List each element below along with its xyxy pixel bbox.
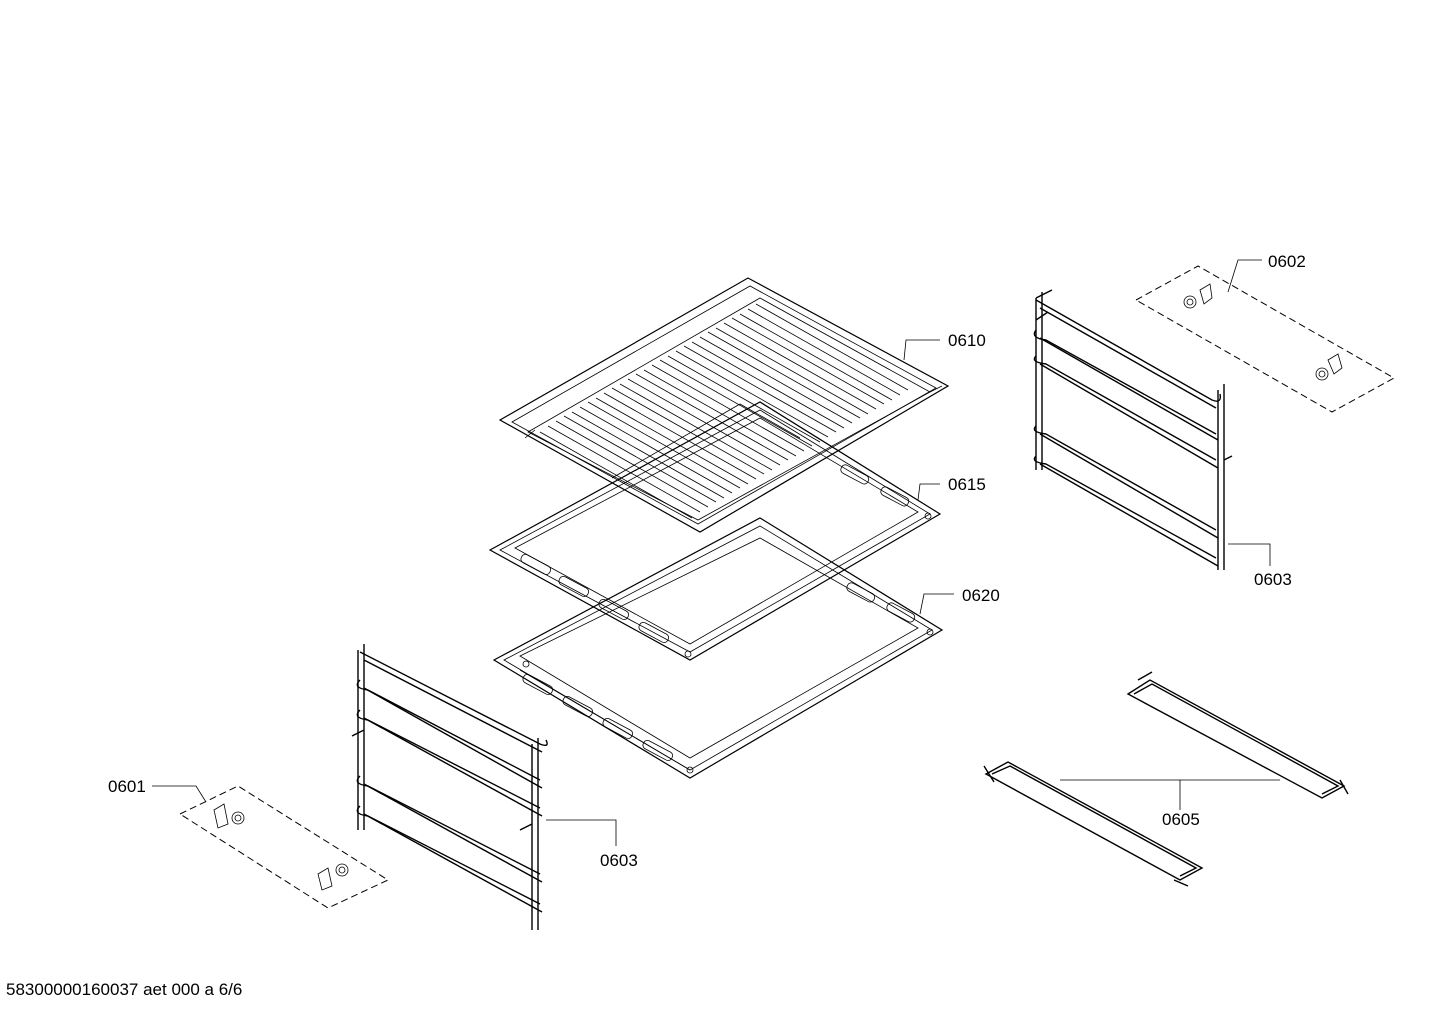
label-0610: 0610 <box>948 331 986 350</box>
label-0603-left: 0603 <box>600 851 638 870</box>
wire-grid-shelf <box>498 277 950 533</box>
shelf-support-rail-right <box>1033 289 1233 570</box>
label-0602: 0602 <box>1268 252 1306 271</box>
shelf-support-rail-left <box>351 644 548 930</box>
label-0603-right: 0603 <box>1254 570 1292 589</box>
baking-tray-deep <box>492 517 944 779</box>
leader-lines <box>152 259 1280 846</box>
label-0601: 0601 <box>108 777 146 796</box>
label-0615: 0615 <box>948 475 986 494</box>
clip-kit-box-right <box>1134 265 1396 413</box>
label-0605: 0605 <box>1162 810 1200 829</box>
telescopic-rail-lower <box>983 761 1204 887</box>
baking-tray-shallow <box>488 401 942 661</box>
clip-kit-box-left <box>178 785 390 909</box>
telescopic-rail-upper <box>1126 671 1349 799</box>
document-id-footer: 58300000160037 aet 000 a 6/6 <box>6 980 243 999</box>
label-0620: 0620 <box>962 586 1000 605</box>
